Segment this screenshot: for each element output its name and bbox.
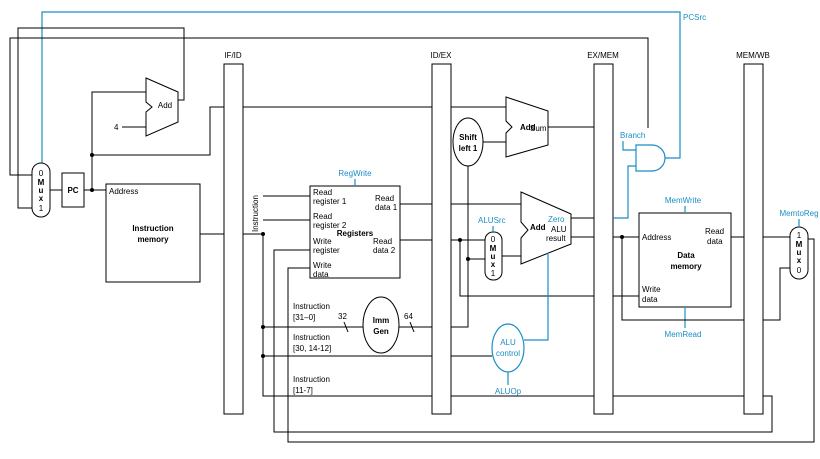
svg-text:ALU: ALU [551,225,567,234]
if-id-label: IF/ID [224,51,242,60]
svg-text:control: control [496,349,520,358]
svg-text:Gen: Gen [373,327,389,336]
svg-text:data: data [313,270,329,279]
svg-text:0: 0 [39,169,44,178]
writeback-data-wire [287,238,815,443]
svg-text:Data: Data [677,251,695,260]
svg-text:[31–0]: [31–0] [293,313,315,322]
register-file: Read register 1 Read register 2 Write re… [309,185,401,279]
writeback-register-wire [273,249,773,433]
memtoreg-mux: 1 M u x 0 [789,226,809,280]
pipeline-register-ex-mem: EX/MEM [587,51,619,415]
pcsrc-wire: PCSrc [41,11,706,165]
svg-text:Address: Address [642,233,671,242]
svg-text:Instruction: Instruction [293,375,330,384]
svg-text:register 1: register 1 [313,197,347,206]
svg-text:Read: Read [373,237,392,246]
svg-text:data: data [707,237,723,246]
shift-left-1: Shift left 1 [452,117,484,167]
svg-text:ALU: ALU [500,338,516,347]
svg-text:data 1: data 1 [375,203,398,212]
branch-adder: Add Sum [505,96,549,158]
pc-mux: 0 M u x 1 [31,162,51,218]
svg-text:u: u [491,252,496,261]
svg-text:x: x [39,194,44,203]
branch-target-feedback-wire [9,37,649,176]
svg-text:data: data [642,295,658,304]
id-ex-label: ID/EX [431,51,453,60]
svg-text:Add: Add [530,223,546,232]
svg-text:Write: Write [313,261,332,270]
regwrite-label: RegWrite [338,169,372,178]
svg-text:M: M [490,244,497,253]
svg-text:left 1: left 1 [459,144,478,153]
svg-text:Instruction: Instruction [293,333,330,342]
svg-text:1: 1 [797,231,802,240]
memwrite-label: MemWrite [665,196,702,205]
svg-text:1: 1 [39,204,44,213]
alu-src-mux: 0 M u x 1 [484,231,503,281]
svg-text:Write: Write [642,285,661,294]
svg-text:Registers: Registers [337,229,374,238]
svg-text:Instruction: Instruction [293,302,330,311]
svg-text:memory: memory [670,262,702,271]
branch-and-gate [635,144,666,172]
svg-text:Instruction: Instruction [132,224,173,233]
pipeline-register-if-id: IF/ID [223,51,244,415]
svg-text:1: 1 [491,269,496,278]
svg-text:Add: Add [520,123,536,132]
svg-text:Address: Address [109,187,138,196]
svg-text:register 2: register 2 [313,221,347,230]
memread-label: MemRead [665,330,702,339]
svg-text:Instruction: Instruction [251,195,260,232]
svg-text:Write: Write [313,237,332,246]
pc-plus-4-feedback-wire [17,27,185,209]
svg-text:PC: PC [67,186,78,195]
pc-adder: Add [145,77,179,137]
svg-text:0: 0 [491,235,496,244]
svg-text:Add: Add [158,101,172,110]
alu: Add Zero ALU result [520,191,572,265]
svg-text:Read: Read [375,194,394,203]
svg-text:Sum: Sum [530,124,547,133]
svg-text:Imm: Imm [373,316,389,325]
svg-text:M: M [38,178,45,187]
aluop-label: ALUOp [495,387,522,396]
mem-wb-label: MEM/WB [736,51,770,60]
svg-text:x: x [491,260,496,269]
svg-text:Read: Read [705,227,724,236]
memtoreg-label: MemtoReg [779,209,818,218]
data-memory: Address Read data Data memory Write data [638,212,732,308]
svg-text:u: u [797,248,802,257]
svg-text:result: result [546,234,566,243]
svg-text:Shift: Shift [459,133,477,142]
pc-register: PC [61,172,85,208]
pipeline-register-mem-wb: MEM/WB [736,51,770,415]
svg-text:Zero: Zero [548,215,565,224]
svg-text:[30, 14-12]: [30, 14-12] [293,344,331,353]
imm-gen: Imm Gen [362,296,400,354]
instruction-bus: Instruction [243,195,432,397]
pipeline-register-id-ex: ID/EX [431,51,453,415]
pcsrc-label: PCSrc [683,13,706,22]
alusrc-label: ALUSrc [478,216,506,225]
svg-text:Read: Read [313,188,332,197]
svg-text:64: 64 [404,312,413,321]
instruction-memory: Address Instruction memory [105,183,201,283]
branch-label: Branch [620,131,645,140]
svg-text:data 2: data 2 [373,246,396,255]
svg-text:0: 0 [797,266,802,275]
svg-text:[11-7]: [11-7] [293,386,313,395]
ex-mem-label: EX/MEM [587,51,619,60]
svg-text:Read: Read [313,212,332,221]
svg-text:M: M [796,240,803,249]
alu-control: ALU control [491,323,525,373]
svg-text:memory: memory [137,235,169,244]
svg-text:x: x [797,256,802,265]
svg-text:32: 32 [338,312,347,321]
svg-text:u: u [39,186,44,195]
constant-four: 4 [114,123,119,132]
svg-text:register: register [313,246,340,255]
